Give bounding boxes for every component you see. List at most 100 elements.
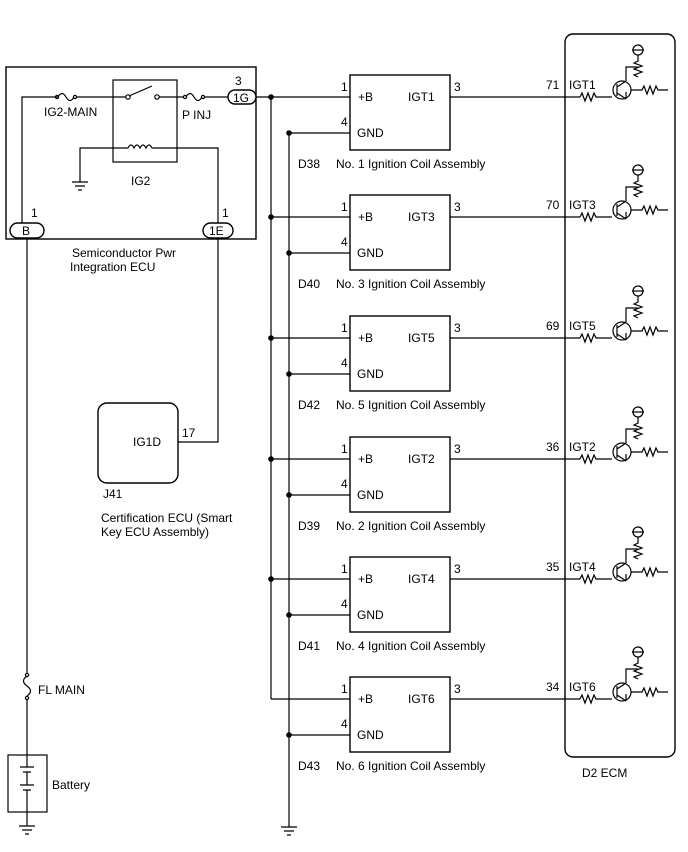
ecm-driver: [579, 646, 668, 705]
pin-1e-number: 1: [222, 206, 229, 220]
fuse-fl-main-label: FL MAIN: [38, 683, 85, 697]
pin-1g-label: 1G: [233, 91, 249, 105]
coil-pin-igt-number: 3: [454, 321, 461, 335]
ecm-pin-number: 71: [546, 78, 560, 92]
coil-code-label: D38: [298, 157, 320, 171]
fuse-ig2-main-icon: [57, 92, 75, 102]
coil-pin-b-number: 1: [341, 321, 348, 335]
battery-label: Battery: [52, 778, 90, 792]
coil-box: [349, 194, 451, 271]
coil-gnd-label: GND: [357, 367, 384, 381]
relay-switch-icon: [128, 85, 153, 97]
junction-dot: [268, 214, 274, 220]
power-source: FL MAIN Battery: [7, 238, 90, 835]
ecm-pin-number: 36: [546, 440, 560, 454]
ecm-label: D2 ECM: [582, 766, 627, 780]
output-resistor-icon: [625, 686, 668, 701]
ecm: D2 ECM: [564, 33, 676, 780]
coil-pin-b-number: 1: [341, 80, 348, 94]
battery-ground-icon: [19, 825, 35, 835]
certification-ecu: IG1D 17 J41 Certification ECU (Smart Key…: [97, 238, 233, 539]
relay-label: IG2: [131, 174, 151, 188]
bus-lines: [256, 94, 350, 836]
ecm-pin-label: IGT4: [569, 560, 596, 574]
relay-coil-icon: [127, 144, 153, 150]
coil-plus-b-label: +B: [358, 331, 373, 345]
coil-box: [349, 436, 451, 513]
ecm-outline: [564, 33, 676, 758]
coil-pin-gnd-number: 4: [341, 597, 348, 611]
coil-plus-b-label: +B: [358, 210, 373, 224]
junction-dot: [268, 335, 274, 341]
coil-name-label: No. 4 Ignition Coil Assembly: [336, 639, 485, 653]
coil-name-label: No. 2 Ignition Coil Assembly: [336, 519, 485, 533]
output-resistor-icon: [625, 325, 668, 340]
ecm-pin-number: 70: [546, 198, 560, 212]
pin-1e-label: 1E: [209, 224, 224, 238]
battery-icon: [20, 755, 34, 812]
pin-b-number: 1: [31, 206, 38, 220]
coil-gnd-label: GND: [357, 126, 384, 140]
pullup-resistor-icon: [632, 296, 644, 319]
switch-contact-icon: [125, 94, 131, 100]
ecm-pin-label: IGT6: [569, 680, 596, 694]
coil-plus-b-label: +B: [358, 572, 373, 586]
coil-plus-b-label: +B: [358, 452, 373, 466]
coil-igt-label: IGT1: [408, 90, 435, 104]
ecm-pin-label: IGT1: [569, 78, 596, 92]
junction-dot: [286, 732, 292, 738]
coil-pin-b-number: 1: [341, 442, 348, 456]
coil-igt-label: IGT2: [408, 452, 435, 466]
fuse-ig2-main-label: IG2-MAIN: [44, 105, 97, 119]
coil-pin-igt-number: 3: [454, 682, 461, 696]
coil-name-label: No. 3 Ignition Coil Assembly: [336, 277, 485, 291]
ecm-pin-label: IGT5: [569, 319, 596, 333]
coil-pin-igt-number: 3: [454, 200, 461, 214]
coil-pin-igt-number: 3: [454, 562, 461, 576]
coil-pin-gnd-number: 4: [341, 235, 348, 249]
junction-dot: [286, 130, 292, 136]
resistor-icon: [579, 332, 612, 344]
pullup-resistor-icon: [632, 55, 644, 78]
output-resistor-icon: [625, 204, 668, 219]
fuse-p-inj-label: P INJ: [182, 108, 211, 122]
ecm-pin-label: IGT3: [569, 198, 596, 212]
coil-pin-b-number: 1: [341, 562, 348, 576]
coil-box: [349, 315, 451, 392]
junction-dot: [268, 576, 274, 582]
coil-pin-gnd-number: 4: [341, 356, 348, 370]
coil-code-label: D40: [298, 277, 320, 291]
output-resistor-icon: [625, 446, 668, 461]
resistor-icon: [579, 573, 612, 585]
ecm-pin-number: 69: [546, 319, 560, 333]
coil-pin-gnd-number: 4: [341, 477, 348, 491]
cert-ecu-pin-label: IG1D: [133, 435, 161, 449]
output-resistor-icon: [625, 566, 668, 581]
cert-ecu-name-line2: Key ECU Assembly): [101, 525, 209, 539]
coil-name-label: No. 5 Ignition Coil Assembly: [336, 398, 485, 412]
certification-ecu-outline: [97, 402, 179, 484]
coil-gnd-label: GND: [357, 728, 384, 742]
resistor-icon: [579, 91, 612, 103]
ecm-pin-label: IGT2: [569, 440, 596, 454]
fuse-p-inj-icon: [185, 92, 203, 102]
coil-code-label: D41: [298, 639, 320, 653]
fuse-fl-main-icon: [22, 675, 32, 697]
coil-igt-label: IGT6: [408, 692, 435, 706]
ecm-driver: [579, 44, 668, 103]
coil-box: [349, 556, 451, 633]
coil-code-label: D43: [298, 759, 320, 773]
relay-box-name-line2: Integration ECU: [70, 260, 155, 274]
ground-icon: [72, 181, 88, 191]
pin-b-label: B: [22, 224, 30, 238]
ecm-driver: [579, 285, 668, 344]
coil-pin-gnd-number: 4: [341, 115, 348, 129]
coil-box: [349, 676, 451, 753]
coil-code-label: D39: [298, 519, 320, 533]
coil-name-label: No. 1 Ignition Coil Assembly: [336, 157, 485, 171]
